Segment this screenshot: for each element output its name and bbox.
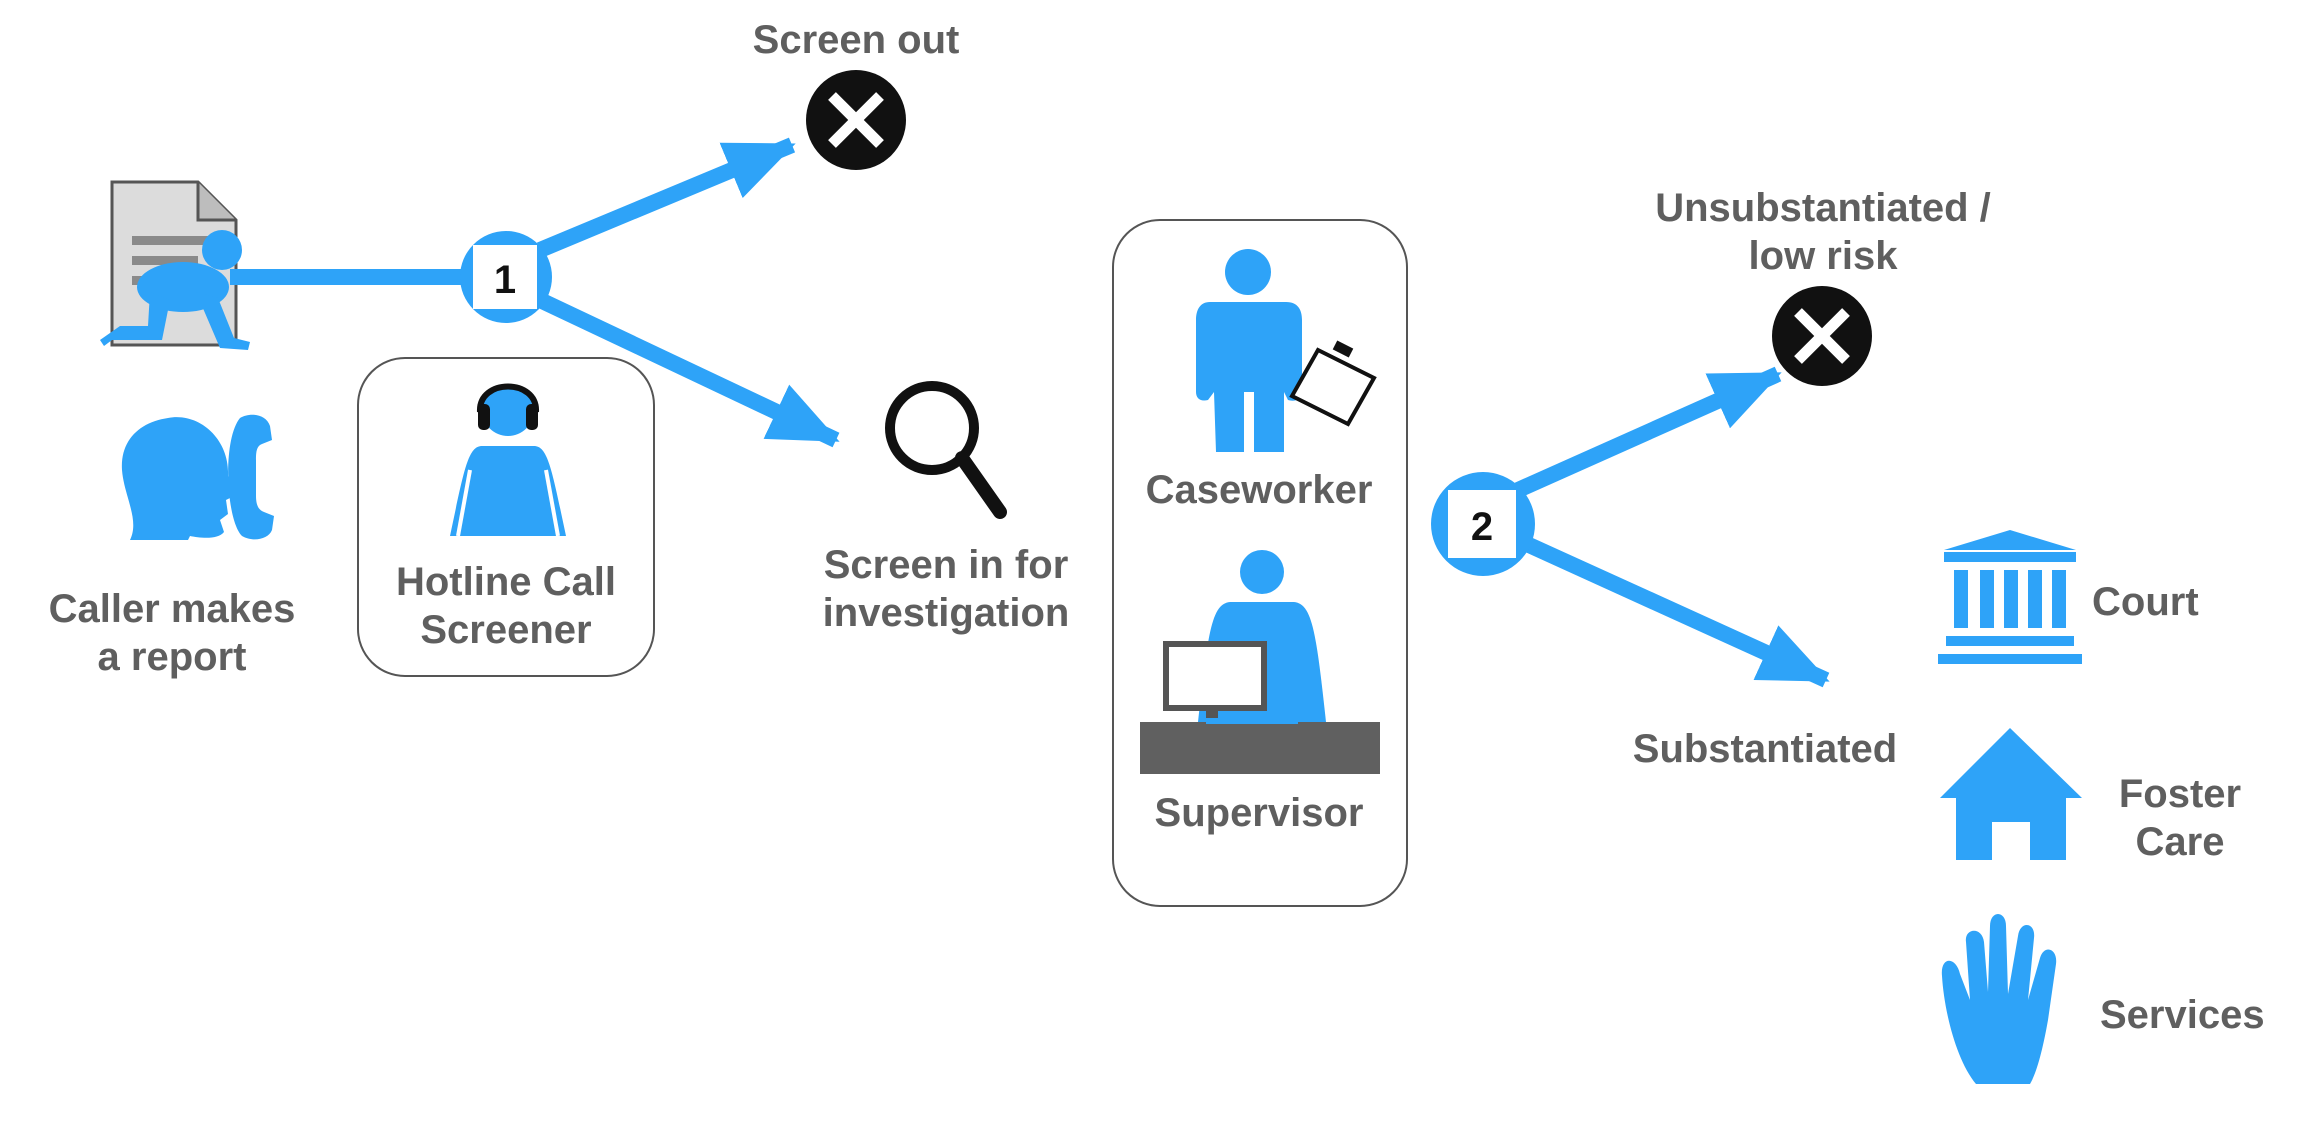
foster-care-label: Foster Care xyxy=(2119,770,2241,866)
baby-icon xyxy=(100,230,250,350)
caseworker-person-icon xyxy=(1196,249,1302,452)
screener-label: Hotline Call Screener xyxy=(396,558,616,654)
house-icon xyxy=(1940,728,2082,860)
unsubstantiated-label-line1: Unsubstantiated / xyxy=(1655,186,1991,230)
desk-shape xyxy=(1140,718,1380,774)
substantiated-label: Substantiated xyxy=(1632,727,1898,771)
x-circle-icon xyxy=(806,70,906,170)
phone-icon xyxy=(228,414,274,540)
caller-label-line2: a report xyxy=(97,635,247,679)
caseworker-label: Caseworker xyxy=(1145,468,1373,512)
screen-in-label-line2: investigation xyxy=(822,591,1070,635)
courthouse-icon xyxy=(1938,530,2082,664)
caller-label: Caller makes a report xyxy=(49,585,296,681)
screen-out-label: Screen out xyxy=(752,18,960,62)
caller-label-line1: Caller makes xyxy=(48,587,296,631)
caller-head-icon xyxy=(121,417,238,540)
unsubstantiated-label: Unsubstantiated / low risk xyxy=(1655,184,1991,280)
decision-node-2-label: 2 xyxy=(1471,505,1493,549)
supervisor-label: Supervisor xyxy=(1154,791,1364,835)
decision-node-2: 2 xyxy=(1431,472,1535,576)
computer-monitor-icon xyxy=(1163,641,1267,728)
screen-in-label-line1: Screen in for xyxy=(823,543,1069,587)
flow-arrows xyxy=(230,137,1830,688)
clipboard-icon xyxy=(1289,340,1377,427)
investigation-team-box xyxy=(1112,219,1408,907)
magnifier-icon xyxy=(885,381,1007,519)
unsubstantiated-label-line2: low risk xyxy=(1748,234,1898,278)
services-label: Services xyxy=(2100,993,2265,1037)
decision-node-1: 1 xyxy=(460,231,552,323)
court-label: Court xyxy=(2092,580,2199,624)
screener-label-line1: Hotline Call xyxy=(395,560,617,604)
decision-node-1-label: 1 xyxy=(494,258,516,302)
hand-icon xyxy=(1941,914,2057,1084)
screen-in-label: Screen in for investigation xyxy=(823,541,1070,637)
foster-care-label-line1: Foster xyxy=(2118,772,2242,816)
screener-label-line2: Screener xyxy=(420,608,592,652)
x-circle-icon xyxy=(1772,286,1872,386)
foster-care-label-line2: Care xyxy=(2135,820,2225,864)
screener-headset-person-icon xyxy=(450,383,566,537)
screener-box xyxy=(357,357,655,677)
